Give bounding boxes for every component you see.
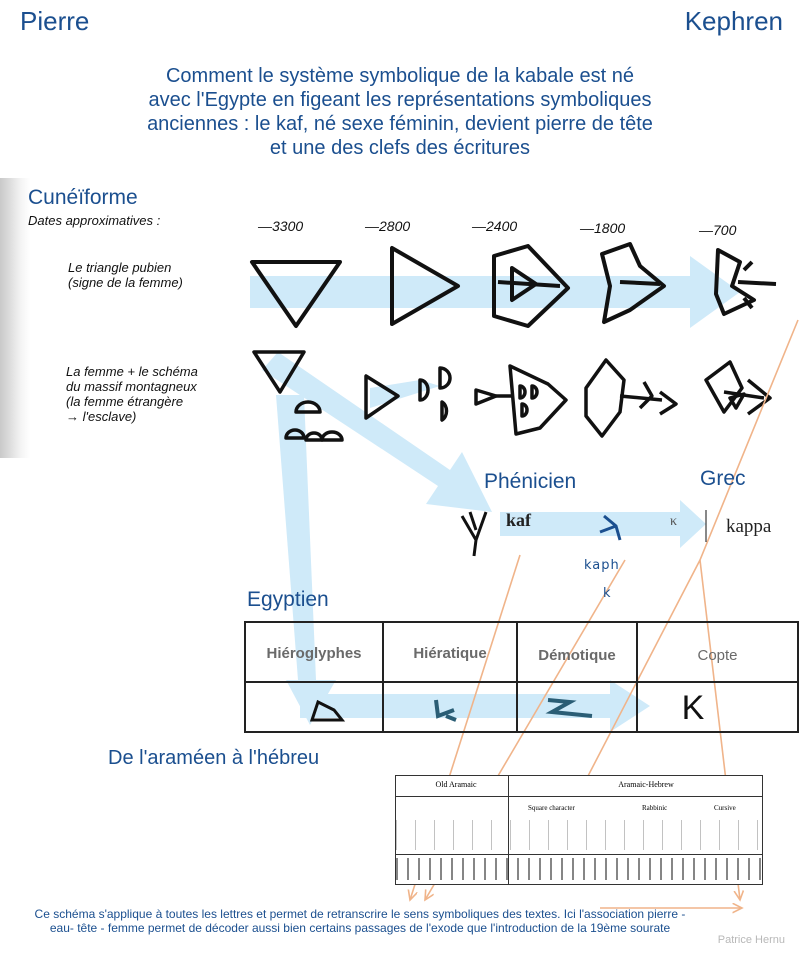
kaph-label: kaph xyxy=(584,558,620,573)
coptic-letter: K xyxy=(681,689,705,727)
glyph-3300-mound xyxy=(304,431,324,442)
hieratic-glyph xyxy=(434,699,457,722)
glyph-2800-triangle xyxy=(390,246,460,326)
phoenician-kaf-glyph xyxy=(460,511,488,557)
aramaic-hebrew-table: Old Aramaic Aramaic-Hebrew Square charac… xyxy=(395,775,763,885)
row2-label-line: La femme + le schéma xyxy=(66,364,198,379)
egyptian-table-header-row xyxy=(246,623,797,683)
glyph-2400-woman xyxy=(474,364,568,436)
glyph-1800 xyxy=(600,242,666,324)
table-row-divider xyxy=(396,854,762,855)
arrow-row2 xyxy=(370,380,440,408)
column-header: Hiératique xyxy=(413,645,487,662)
egyptian-glyphs xyxy=(309,698,593,722)
date-label: —1800 xyxy=(580,220,626,236)
glyph-3300-mound xyxy=(294,400,322,414)
title-line: et une des clefs des écritures xyxy=(269,137,531,159)
glyph-700 xyxy=(714,248,777,316)
demotic-glyph xyxy=(545,698,593,718)
date-label: —700 xyxy=(699,222,737,238)
row2-label-line: → l'esclave) xyxy=(66,409,137,424)
column-lines xyxy=(396,820,762,850)
column-header: Hiéroglyphes xyxy=(266,645,362,662)
k-label: k xyxy=(603,586,611,601)
row1-glyphs xyxy=(250,242,777,328)
arrow-to-egyptian xyxy=(276,395,336,725)
glyph-3300-woman xyxy=(252,350,306,394)
header-right-name: Kephren xyxy=(684,6,783,36)
glyph-2800-mound xyxy=(440,400,449,422)
glyph-2800-mound xyxy=(418,378,430,402)
group-old-aramaic: Old Aramaic xyxy=(435,780,477,789)
cuneiform-title: Cunéïforme xyxy=(28,186,138,209)
kaf-label: kaf xyxy=(506,510,532,530)
glyph-2400 xyxy=(492,244,570,328)
egyptian-title: Egyptien xyxy=(247,588,329,611)
table-divider xyxy=(382,623,384,731)
table-divider xyxy=(636,623,638,731)
group-aramaic-hebrew: Aramaic-Hebrew xyxy=(618,780,674,789)
glyph-2800-woman xyxy=(364,374,400,420)
letter-forms-row xyxy=(396,858,762,880)
row2-label-line: (la femme étrangère xyxy=(66,394,184,409)
glyph-3300-triangle xyxy=(250,260,342,328)
date-label: —3300 xyxy=(258,218,304,234)
row2-glyphs xyxy=(252,350,772,442)
credit: Patrice Hernu xyxy=(717,934,785,946)
title-line: anciennes : le kaf, né sexe féminin, dev… xyxy=(147,113,653,135)
header-left-name: Pierre xyxy=(20,6,90,36)
column-header: Copte xyxy=(697,647,738,664)
aramaic-title: De l'araméen à l'hébreu xyxy=(108,747,320,769)
phoenician-glyphs xyxy=(460,511,622,557)
date-label: —2800 xyxy=(365,218,411,234)
title-line: Comment le système symbolique de la kaba… xyxy=(165,65,634,87)
arrow-to-phoenician xyxy=(262,352,492,512)
table-group-row xyxy=(396,776,762,797)
footer-line: eau- tête - femme permet de décoder auss… xyxy=(49,921,671,935)
glyph-3300-mound xyxy=(284,428,306,440)
row1-label-line: Le triangle pubien xyxy=(68,260,172,275)
dates-label: Dates approximatives : xyxy=(28,213,161,228)
sub-cursive: Cursive xyxy=(714,804,736,812)
row1-label: Le triangle pubien (signe de la femme) xyxy=(68,260,183,290)
glyph-3300-mound xyxy=(320,430,344,442)
scan-shadow xyxy=(0,178,30,458)
arrow-phoenician-greek xyxy=(500,500,706,548)
table-divider xyxy=(508,776,509,884)
glyph-1800-woman xyxy=(584,358,678,438)
footer-line: Ce schéma s'applique à toutes les lettre… xyxy=(34,907,686,921)
row2-label-line: du massif montagneux xyxy=(66,379,197,394)
kappa-label: kappa xyxy=(726,516,772,537)
sub-rabbinic: Rabbinic xyxy=(642,804,668,812)
greek-small-kappa: κ xyxy=(670,514,678,529)
egyptian-table: Hiéroglyphes Hiératique Démotique Copte … xyxy=(244,621,799,733)
sub-square: Square character xyxy=(528,804,575,812)
column-header: Démotique xyxy=(538,647,616,664)
arrow-egyptian-row xyxy=(300,680,650,732)
page-title: Comment le système symbolique de la kaba… xyxy=(60,64,740,160)
phoenician-kaph-glyph xyxy=(599,514,622,541)
glyph-700-woman xyxy=(704,360,772,416)
title-line: avec l'Egypte en figeant les représentat… xyxy=(148,89,652,111)
date-label: —2400 xyxy=(472,218,518,234)
row2-label: La femme + le schéma du massif montagneu… xyxy=(66,364,198,424)
hieroglyph-glyph xyxy=(309,699,346,722)
glyph-2800-mound xyxy=(438,366,452,390)
table-divider xyxy=(516,623,518,731)
phoenician-title: Phénicien xyxy=(484,470,577,493)
greek-title: Grec xyxy=(700,467,746,490)
row1-label-line: (signe de la femme) xyxy=(68,275,183,290)
